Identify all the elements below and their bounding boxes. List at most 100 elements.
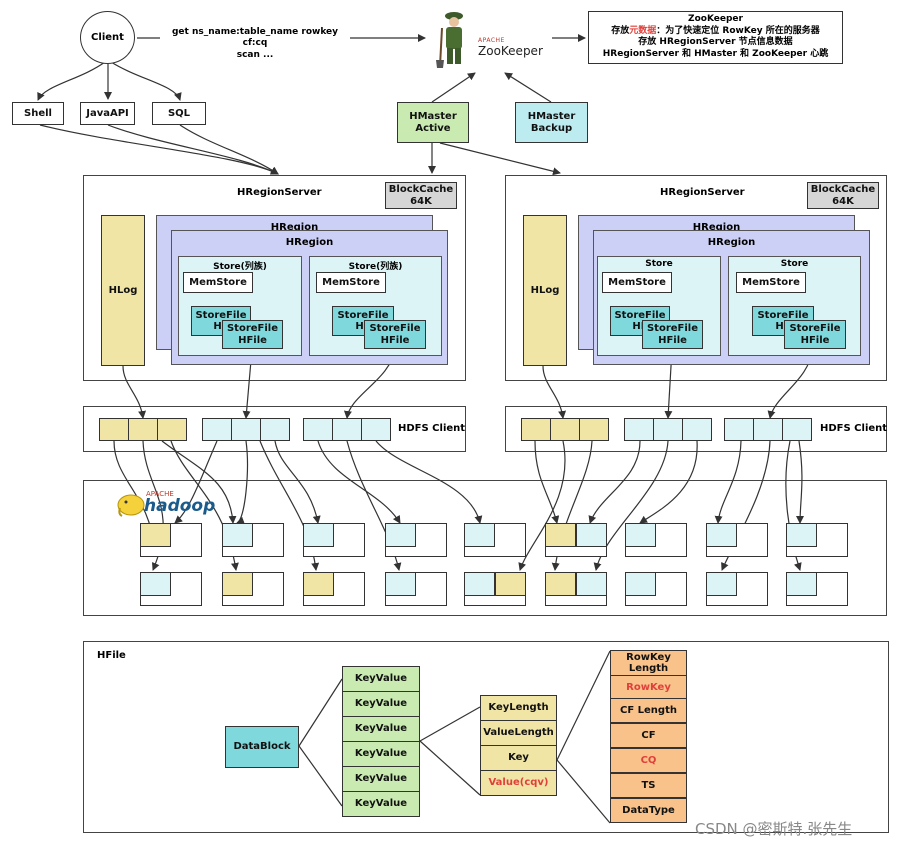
- hmaster-active: HMaster Active: [397, 102, 469, 143]
- key-part: DataType: [610, 798, 687, 823]
- zookeeper-apache-small: APACHE: [478, 37, 505, 44]
- keyvalue-part-label: Key: [508, 752, 529, 764]
- keyvalue-part-label: KeyLength: [488, 702, 549, 714]
- store-1-2-title: Store(列族): [348, 262, 403, 272]
- client-javaapi-label: JavaAPI: [86, 107, 129, 119]
- hdfs-block: [303, 572, 334, 596]
- hdfs-block: [140, 523, 171, 547]
- hregion-front-2-label: HRegion: [707, 237, 756, 248]
- sf-2-2b-line1: StoreFile: [789, 323, 841, 334]
- hmaster-backup: HMaster Backup: [515, 102, 588, 143]
- hdfs-client-block: [128, 418, 158, 441]
- hadoop-apache-small: APACHE: [146, 490, 174, 498]
- hdfs-block: [495, 572, 526, 596]
- hdfs-block: [545, 572, 576, 596]
- sf-2-1a-line2: HF: [632, 321, 648, 332]
- memstore-2-1-label: MemStore: [608, 276, 666, 288]
- key-part-label: TS: [641, 779, 656, 791]
- hdfs-client-block: [157, 418, 187, 441]
- zookeeper-keeper-icon: [436, 12, 463, 68]
- sf-1-2b-line2: HFile: [380, 334, 410, 346]
- hdfs-block: [222, 572, 253, 596]
- hdfs-block: [576, 572, 607, 596]
- note-line1-post: ：为了快速定位 RowKey 所在的服务器: [656, 25, 820, 36]
- key-part: TS: [610, 773, 687, 798]
- sf-1-2a-line2: HF: [355, 321, 371, 332]
- hmaster-active-line2: Active: [415, 122, 451, 134]
- hregion-back-1-label: HRegion: [270, 222, 319, 233]
- blockcache-1-line2: 64K: [410, 195, 432, 207]
- hdfs-block: [576, 523, 607, 547]
- client-shell-label: Shell: [24, 107, 52, 119]
- hdfs-client-block: [231, 418, 261, 441]
- region-server-2-store-1-storefile-b: StoreFile HFile: [642, 320, 703, 349]
- keyvalue-label: KeyValue: [354, 698, 408, 710]
- hdfs-block: [303, 523, 334, 547]
- hdfs-block: [464, 572, 495, 596]
- hdfs-client-block: [361, 418, 391, 441]
- hmaster-active-line1: HMaster: [409, 111, 457, 122]
- hdfs-client-2-label: HDFS Client: [820, 423, 888, 434]
- hdfs-block: [625, 572, 656, 596]
- hdfs-block: [706, 572, 737, 596]
- key-part: CF Length: [610, 698, 687, 723]
- hdfs-client-block: [682, 418, 712, 441]
- hdfs-client-block: [202, 418, 232, 441]
- client-sql: SQL: [152, 102, 206, 125]
- hadoop-elephant-icon: [117, 494, 145, 517]
- hdfs-block: [786, 572, 817, 596]
- keyvalue-item: KeyValue: [342, 716, 420, 742]
- key-part-label: CQ: [640, 754, 657, 766]
- client-shell: Shell: [12, 102, 64, 125]
- keyvalue-part: Value(cqv): [480, 770, 557, 796]
- keyvalue-item: KeyValue: [342, 666, 420, 692]
- zookeeper-note-line-2: 存放 HRegionServer 节点信息数据: [638, 37, 793, 48]
- sf-2-1b-line2: HFile: [658, 334, 687, 346]
- region-server-1-store-1-storefile-b: StoreFile HFile: [222, 320, 283, 349]
- client-node: Client: [80, 11, 135, 64]
- zookeeper-note-line-3: HRegionServer 和 HMaster 和 ZooKeeper 心跳: [602, 49, 829, 60]
- hfile-title: HFile: [97, 650, 126, 661]
- sf-1-2a-line1: StoreFile: [337, 309, 389, 321]
- note-line1-pre: 存放: [611, 25, 630, 36]
- datablock: DataBlock: [225, 726, 299, 768]
- region-server-1-title: HRegionServer: [237, 187, 322, 198]
- zookeeper-note: ZooKeeper 存放元数据：为了快速定位 RowKey 所在的服务器 存放 …: [588, 11, 843, 64]
- zookeeper-logo: APACHE ZooKeeper: [434, 8, 552, 68]
- keyvalue-item: KeyValue: [342, 791, 420, 817]
- hdfs-client-block: [521, 418, 551, 441]
- key-part-label: RowKey Length: [626, 651, 671, 675]
- memstore-1-2-label: MemStore: [322, 276, 380, 288]
- hdfs-block: [706, 523, 737, 547]
- region-server-2-store-2-storefile-b: StoreFile HFile: [784, 320, 846, 349]
- region-server-2-store-2-memstore: MemStore: [736, 272, 806, 293]
- hlog-1-label: HLog: [108, 284, 138, 296]
- key-part: CF: [610, 723, 687, 748]
- keyvalue-item: KeyValue: [342, 741, 420, 767]
- keyvalue-item: KeyValue: [342, 766, 420, 792]
- hdfs-client-block: [624, 418, 654, 441]
- memstore-1-1-label: MemStore: [189, 276, 247, 288]
- keyvalue-part: Key: [480, 745, 557, 771]
- hdfs-client-block: [303, 418, 333, 441]
- client-label: Client: [91, 32, 124, 43]
- keyvalue-part: ValueLength: [480, 720, 557, 746]
- sf-2-1b-line1: StoreFile: [646, 323, 699, 334]
- hdfs-client-block: [579, 418, 609, 441]
- client-javaapi: JavaAPI: [80, 102, 135, 125]
- hdfs-block: [786, 523, 817, 547]
- sf-1-1a-line1: StoreFile: [195, 309, 247, 321]
- hdfs-block: [385, 523, 416, 547]
- sf-1-1b-line1: StoreFile: [226, 323, 279, 334]
- datanode-disk: [222, 523, 284, 557]
- memstore-2-2-label: MemStore: [742, 276, 800, 288]
- blockcache-1-line1: BlockCache: [388, 184, 454, 195]
- key-part-label: CF: [641, 729, 656, 741]
- store-2-1-title: Store: [645, 259, 673, 269]
- region-server-2-blockcache: BlockCache 64K: [807, 182, 879, 209]
- hdfs-client-block: [724, 418, 754, 441]
- store-2-2-title: Store: [780, 259, 809, 269]
- region-server-1-store-2-storefile-b: StoreFile HFile: [364, 320, 426, 349]
- hdfs-block: [545, 523, 576, 547]
- watermark: CSDN @密斯特.张先生: [695, 820, 853, 838]
